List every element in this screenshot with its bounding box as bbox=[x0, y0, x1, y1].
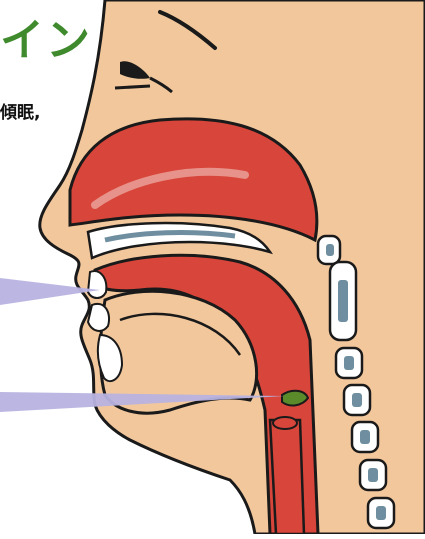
subtitle-fragment: 傾眠, bbox=[0, 98, 40, 123]
lower-teeth bbox=[88, 304, 109, 331]
trachea bbox=[270, 420, 304, 534]
upper-teeth bbox=[88, 271, 106, 298]
title-fragment: イン bbox=[0, 4, 92, 68]
